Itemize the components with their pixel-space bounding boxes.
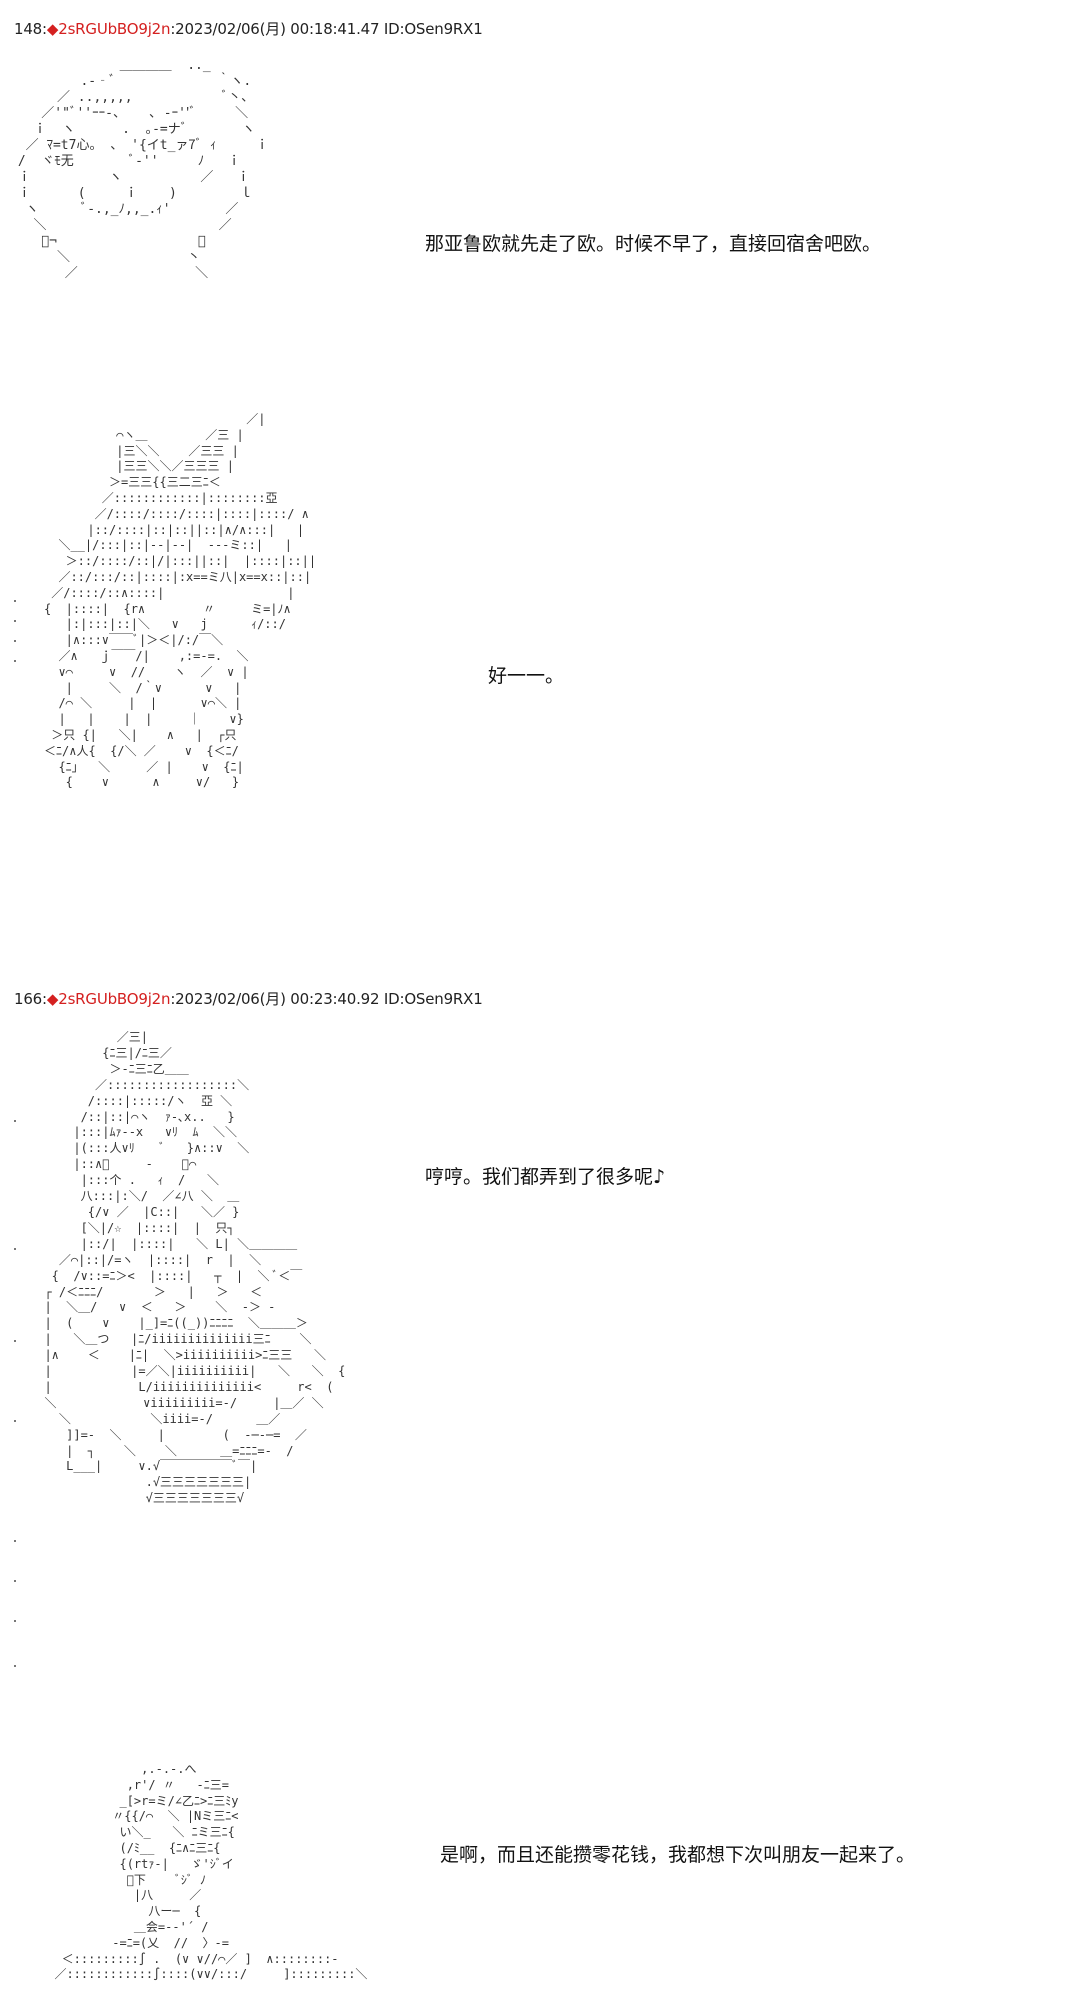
post-number: 166 <box>14 990 43 1008</box>
post-tripcode[interactable]: ◆2sRGUbBO9j2n <box>46 990 171 1008</box>
dialogue-line: 好一一。 <box>488 665 565 687</box>
post-header: 148:◆2sRGUbBO9j2n:2023/02/06(月) 00:18:41… <box>14 18 483 39</box>
ascii-art-boy: ,.-.-.へ ,r'/ 〃 -ﾆ三= _[>r=ミ/∠乙ﾆ>ﾆ三ﾐy 〃{{/… <box>54 1762 368 1982</box>
ascii-art-girl-with-bundle: ／三| {ﾆ三|/ﾆ三／ ＞-ﾆ三ﾆ乙＿＿ ／:::::::::::::::::… <box>44 1030 346 1506</box>
post-tripcode[interactable]: ◆2sRGUbBO9j2n <box>46 20 171 38</box>
dialogue-line: 那亚鲁欧就先走了欧。时候不早了，直接回宿舍吧欧。 <box>425 233 882 255</box>
dialogue-line: 哼哼。我们都弄到了很多呢♪ <box>425 1166 666 1188</box>
post-header: 166:◆2sRGUbBO9j2n:2023/02/06(月) 00:23:40… <box>14 988 483 1009</box>
ascii-art-ribbon-girl: ／| ⌒ヽ＿ ／三 | |三＼＼ ／三三 | |三三＼＼／三三三 | ＞=三三{… <box>44 412 317 790</box>
post-separator: : <box>42 990 47 1008</box>
post-number: 148 <box>14 20 43 38</box>
post-separator: : <box>42 20 47 38</box>
dialogue-line: 是啊，而且还能攒零花钱，我都想下次叫朋友一起来了。 <box>440 1844 916 1866</box>
post-meta: :2023/02/06(月) 00:18:41.47 ID:OSen9RX1 <box>170 20 483 38</box>
post-meta: :2023/02/06(月) 00:23:40.92 ID:OSen9RX1 <box>170 990 483 1008</box>
ascii-art-face: ＿＿＿＿ .._ .-‐ﾞ ｀ヽ. ／ ..,,,,, ﾞ丶、 ／'"ﾞ''ｰｰ… <box>17 58 269 281</box>
